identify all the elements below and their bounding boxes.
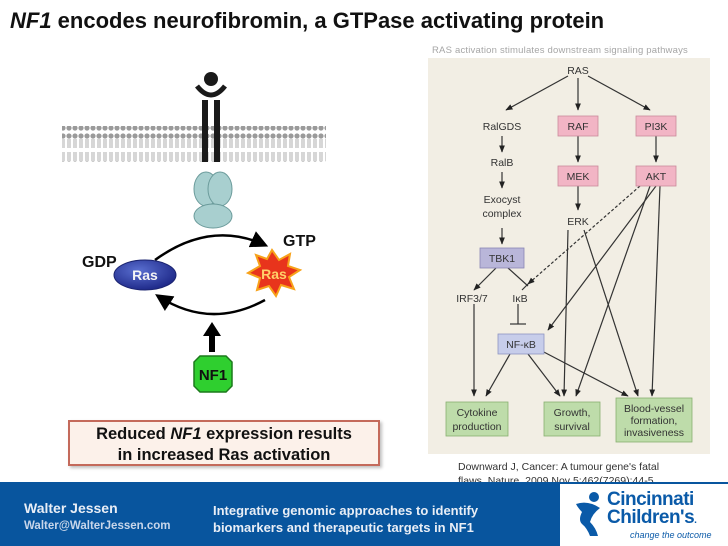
inactivation-arrow	[155, 294, 266, 316]
outcome-cytokine-box	[445, 401, 509, 437]
adaptor-complex-icon	[193, 171, 233, 229]
node-tbk1: TBK1	[489, 253, 515, 265]
title-gene: NF1	[10, 8, 52, 33]
node-raf: RAF	[568, 121, 589, 133]
receptor-icon	[195, 72, 227, 162]
node-exocyst-1: Exocyst	[484, 194, 521, 206]
citation-line-1: Downward J, Cancer: A tumour gene's fata…	[458, 461, 660, 473]
gdp-label: GDP	[82, 254, 117, 271]
node-ralb: RalB	[491, 157, 514, 169]
talk-title: Integrative genomic approaches to identi…	[213, 502, 478, 536]
callout-post: expression results	[201, 425, 352, 443]
pathway-edges	[471, 75, 661, 397]
talk-title-line-1: Integrative genomic approaches to identi…	[213, 503, 479, 518]
nf1-box: NF1	[193, 355, 233, 393]
ras-inactive: Ras	[113, 259, 177, 291]
callout-line-1: Reduced NF1 expression results	[70, 424, 378, 445]
node-nfkb: NF-κB	[506, 339, 536, 351]
activation-arrow	[154, 231, 269, 262]
ras-active-label: Ras	[261, 266, 287, 282]
node-ralgds: RalGDS	[483, 121, 522, 133]
node-tbk1-box	[479, 247, 525, 269]
node-ras: RAS	[567, 65, 589, 77]
logo-line-1: Cincinnati	[607, 489, 694, 510]
logo-line-2: Children's.	[607, 507, 697, 530]
logo-mark: .	[694, 515, 697, 526]
title-rest: encodes neurofibromin, a GTPase activati…	[51, 8, 605, 33]
callout-line-2: in increased Ras activation	[117, 446, 331, 464]
nf1-up-arrow	[203, 322, 221, 352]
outcome-vessel-3: invasiveness	[624, 427, 684, 439]
author-name: Walter Jessen	[24, 500, 118, 516]
outcome-growth-box	[543, 401, 601, 437]
node-ikb: IκB	[512, 293, 527, 305]
cell-membrane	[62, 126, 326, 162]
callout-pre: Reduced	[96, 425, 171, 443]
outcome-cytokine-2: production	[452, 421, 501, 433]
node-mek-box	[557, 165, 599, 187]
pathway-caption: RAS activation stimulates downstream sig…	[432, 45, 689, 56]
author-email[interactable]: Walter@WalterJessen.com	[24, 520, 171, 532]
node-nfkb-box	[497, 333, 545, 355]
key-finding-callout: Reduced NF1 expression results in increa…	[68, 420, 380, 466]
outcome-growth-2: survival	[554, 421, 590, 433]
logo-tagline: change the outcome	[630, 530, 712, 540]
ras-inactive-label: Ras	[132, 267, 158, 283]
cincinnati-childrens-logo: Cincinnati Children's. change the outcom…	[560, 484, 728, 546]
node-exocyst-2: complex	[482, 208, 522, 220]
outcome-vessel-1: Blood-vessel	[624, 403, 684, 415]
node-pi3k-box	[635, 115, 677, 137]
outcome-cytokine-1: Cytokine	[457, 407, 498, 419]
node-raf-box	[557, 115, 599, 137]
node-akt: AKT	[646, 171, 667, 183]
node-irf: IRF3/7	[456, 293, 488, 305]
ras-active: Ras	[245, 248, 303, 299]
outcome-vessel-2: formation,	[631, 415, 678, 427]
gtp-label: GTP	[283, 233, 316, 250]
ras-pathway-diagram: RAS RalGDS RAF PI3K RalB MEK AKT Exocyst…	[428, 58, 710, 454]
slide-title: NF1 encodes neurofibromin, a GTPase acti…	[10, 8, 604, 34]
outcome-vessel-box	[615, 397, 693, 443]
node-erk: ERK	[567, 216, 589, 228]
logo-wordmark: Cincinnati Children's.	[607, 489, 697, 530]
node-akt-box	[635, 165, 677, 187]
ras-cycle-diagram: GDP GTP Ras Ras NF1	[62, 72, 326, 393]
talk-title-line-2: biomarkers and therapeutic targets in NF…	[213, 520, 474, 535]
node-pi3k: PI3K	[645, 121, 668, 133]
node-mek: MEK	[567, 171, 590, 183]
outcome-growth-1: Growth,	[554, 407, 591, 419]
callout-gene: NF1	[170, 425, 202, 443]
logo-figure-icon	[576, 492, 600, 536]
logo-line-2-text: Children's	[607, 507, 695, 528]
nf1-label: NF1	[199, 367, 227, 384]
